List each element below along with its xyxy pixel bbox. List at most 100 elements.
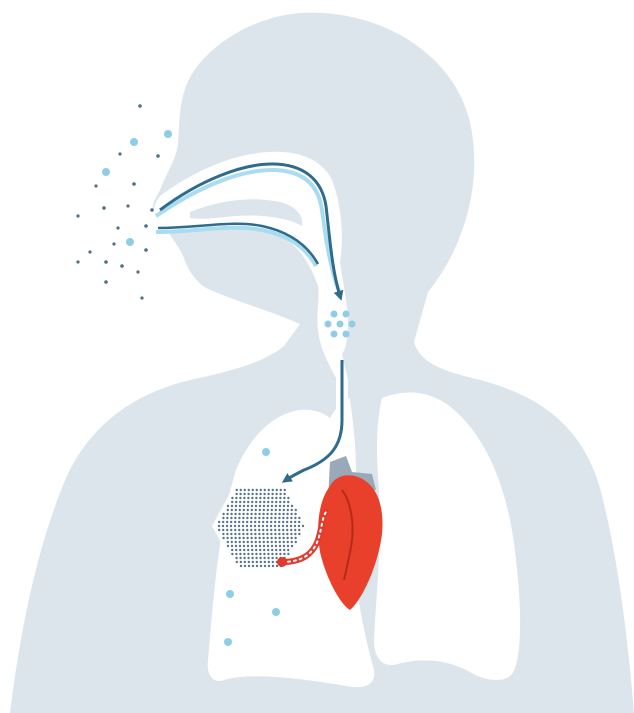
alveoli-dot (275, 553, 277, 555)
alveoli-dot (271, 557, 273, 559)
alveoli-dot (274, 525, 276, 527)
alveoli-dot (239, 497, 241, 499)
alveoli-dot (251, 501, 253, 503)
alveoli-dot (242, 521, 244, 523)
alveoli-dot (222, 525, 224, 527)
alveoli-dot (290, 517, 292, 519)
alveoli-dot (287, 553, 289, 555)
alveoli-dot (238, 533, 240, 535)
alveoli-dot (226, 521, 228, 523)
alveoli-dot (259, 501, 261, 503)
alveoli-dot (230, 513, 232, 515)
alveoli-dot (255, 501, 257, 503)
alveoli-dot (239, 557, 241, 559)
alveoli-dot (238, 537, 240, 539)
alveoli-dot (294, 513, 296, 515)
alveoli-dot (258, 513, 260, 515)
alveoli-dot (234, 513, 236, 515)
alveoli-dot (278, 525, 280, 527)
alveoli-dot (266, 517, 268, 519)
alveoli-dot (286, 513, 288, 515)
alveoli-dot (268, 565, 270, 567)
alveoli-dot (235, 549, 237, 551)
alveoli-dot (279, 505, 281, 507)
alveoli-dot (282, 513, 284, 515)
alveoli-dot (298, 529, 300, 531)
alveoli-dot (218, 525, 220, 527)
alveoli-dot (230, 517, 232, 519)
particle-small (140, 296, 143, 299)
alveoli-dot (287, 549, 289, 551)
alveoli-dot (222, 529, 224, 531)
alveoli-dot (230, 537, 232, 539)
alveoli-dot (298, 533, 300, 535)
alveoli-dot (251, 553, 253, 555)
alveoli-dot (295, 541, 297, 543)
alveoli-dot (240, 561, 242, 563)
alveoli-dot (284, 489, 286, 491)
alveoli-dot (252, 489, 254, 491)
alveoli-dot (272, 489, 274, 491)
particle-small (76, 260, 79, 263)
alveoli-dot (239, 501, 241, 503)
alveoli-dot (242, 537, 244, 539)
alveoli-dot (218, 529, 220, 531)
alveoli-dot (275, 509, 277, 511)
alveoli-dot (227, 505, 229, 507)
alveoli-dot (283, 545, 285, 547)
alveoli-dot (251, 541, 253, 543)
alveoli-dot (271, 505, 273, 507)
alveoli-dot (222, 533, 224, 535)
alveoli-dot (274, 529, 276, 531)
alveoli-dot (235, 493, 237, 495)
particle-small (126, 204, 129, 207)
alveoli-dot (226, 533, 228, 535)
alveoli-dot (272, 565, 274, 567)
alveoli-dot (290, 525, 292, 527)
alveoli-dot (298, 525, 300, 527)
alveoli-dot (235, 501, 237, 503)
alveoli-dot (250, 529, 252, 531)
alveoli-dot (263, 541, 265, 543)
alveoli-dot (291, 505, 293, 507)
alveoli-dot (242, 529, 244, 531)
alveoli-dot (271, 541, 273, 543)
alveoli-dot (262, 533, 264, 535)
alveoli-dot (279, 545, 281, 547)
alveoli-dot (235, 497, 237, 499)
alveoli-dot (247, 493, 249, 495)
alveoli-dot (268, 561, 270, 563)
alveoli-dot (266, 513, 268, 515)
particle-small (120, 264, 124, 268)
particle-large (126, 238, 134, 246)
alveoli-dot (235, 509, 237, 511)
particle-small (104, 280, 108, 284)
alveoli-dot (286, 525, 288, 527)
alveoli-dot (260, 561, 262, 563)
alveoli-dot (235, 545, 237, 547)
alveoli-dot (294, 533, 296, 535)
alveoli-dot (251, 549, 253, 551)
alveoli-dot (235, 541, 237, 543)
alveoli-dot (248, 489, 250, 491)
alveoli-dot (226, 529, 228, 531)
alveoli-dot (256, 489, 258, 491)
particle-small (104, 260, 108, 264)
alveoli-dot (255, 509, 257, 511)
alveoli-dot (267, 501, 269, 503)
alveoli-dot (254, 537, 256, 539)
throat-particle (343, 311, 350, 318)
alveoli-dot (279, 549, 281, 551)
alveoli-dot (287, 541, 289, 543)
alveoli-dot (240, 489, 242, 491)
alveoli-dot (259, 493, 261, 495)
alveoli-dot (234, 525, 236, 527)
alveoli-dot (298, 521, 300, 523)
alveoli-dot (251, 545, 253, 547)
alveoli-dot (254, 529, 256, 531)
alveoli-dot (270, 525, 272, 527)
alveoli-dot (259, 497, 261, 499)
alveoli-dot (267, 553, 269, 555)
alveoli-dot (234, 517, 236, 519)
